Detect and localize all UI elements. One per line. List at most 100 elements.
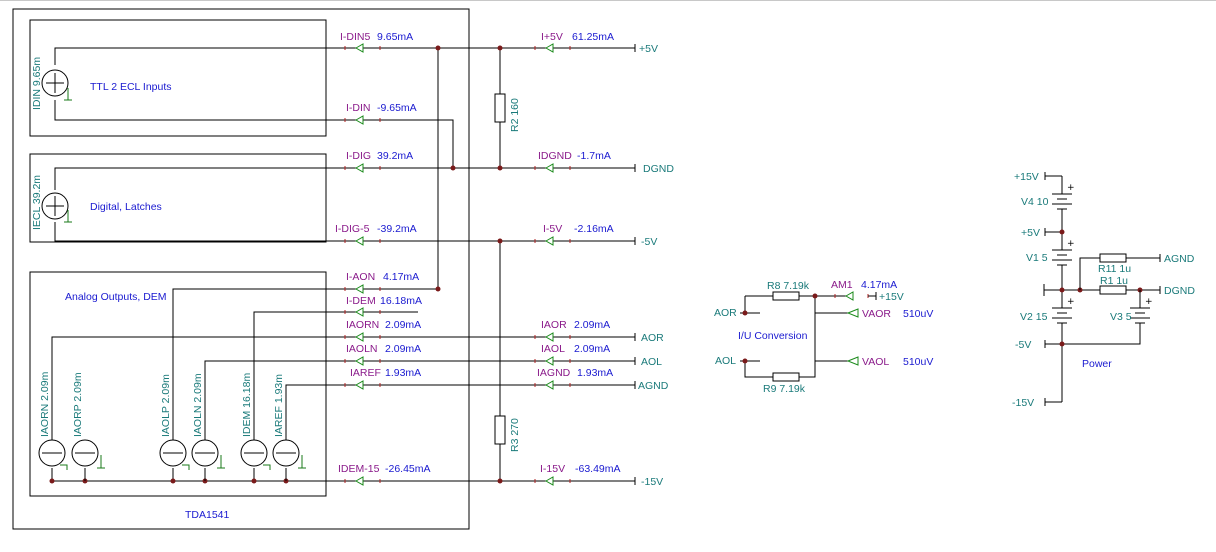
pw-15v: +15V xyxy=(1014,171,1039,183)
ammeter-labels: I-DIN5 9.65mA I-DIN -9.65mA I-DIG 39.2mA… xyxy=(335,31,621,475)
resistor-r3: R3 270 xyxy=(494,415,521,452)
power-section: + + + + +15V V4 10 +5V V1 5 R11 1u R1 1u… xyxy=(1012,171,1195,409)
v1-label: V1 5 xyxy=(1026,252,1048,264)
digital-block-label: Digital, Latches xyxy=(90,201,162,213)
iecl-label: IECL 39.2m xyxy=(31,175,43,230)
iaolp-label: IAOLP 2.09m xyxy=(160,374,172,437)
v4-plus: + xyxy=(1067,183,1075,193)
iaorp-label: IAORP 2.09m xyxy=(72,372,84,437)
pw-agnd: AGND xyxy=(1164,253,1195,265)
meter-iaorn-value: 2.09mA xyxy=(385,319,421,331)
vaor-label: VAOR xyxy=(862,308,891,320)
port-aor: AOR xyxy=(641,332,664,344)
current-source-iaref: IAREF 1.93m xyxy=(272,374,306,481)
iu-aor-label: AOR xyxy=(714,307,737,319)
meter-idig5-value: -39.2mA xyxy=(377,223,417,235)
meter-i5v-value: 61.25mA xyxy=(572,31,614,43)
vaol-label: VAOL xyxy=(862,356,889,368)
iu-15v-label: +15V xyxy=(879,291,904,303)
tda1541-label: TDA1541 xyxy=(185,509,230,521)
am1-value: 4.17mA xyxy=(861,279,897,291)
meter-idem-value: 16.18mA xyxy=(380,295,422,307)
r3-label: R3 270 xyxy=(509,418,521,452)
r1-label: R1 1u xyxy=(1100,275,1128,287)
ttl-block xyxy=(29,19,327,137)
current-source-iaorp: IAORP 2.09m xyxy=(71,372,105,481)
ports: +5V DGND -5V AOR AOL AGND -15V xyxy=(634,43,674,488)
vaor-value: 510uV xyxy=(903,308,933,320)
iaref-label: IAREF 1.93m xyxy=(273,374,285,437)
iu-conversion: AOR AOL R8 7.19k R9 7.19k AM1 4.17mA +15… xyxy=(714,279,933,395)
pw-5v: +5V xyxy=(1021,227,1040,239)
meter-idin-name: I-DIN xyxy=(346,102,371,114)
meter-iagnd-value: 1.93mA xyxy=(577,367,613,379)
meter-iaol-value: 2.09mA xyxy=(574,343,610,355)
meter-iaon-name: I-AON xyxy=(346,271,375,283)
analog-block xyxy=(29,271,327,497)
meter-idgnd-value: -1.7mA xyxy=(577,150,611,162)
meter-idig-value: 39.2mA xyxy=(377,150,413,162)
v2-plus: + xyxy=(1067,297,1075,307)
meter-idin5-name: I-DIN5 xyxy=(340,31,370,43)
resistor-r2: R2 160 xyxy=(494,93,521,132)
port-m15v: -15V xyxy=(641,476,663,488)
current-source-iaorn: IAORN 2.09m xyxy=(38,371,68,470)
meter-iaref-name: IAREF xyxy=(350,367,381,379)
meter-i15v-value: -63.49mA xyxy=(575,463,621,475)
tda1541-outline xyxy=(12,8,470,530)
meter-im5v-value: -2.16mA xyxy=(574,223,614,235)
current-source-iaolp: IAOLP 2.09m xyxy=(159,374,190,470)
port-agnd: AGND xyxy=(638,380,669,392)
current-source-iaoln: IAOLN 2.09m xyxy=(191,373,225,481)
r11-label: R11 1u xyxy=(1098,263,1131,275)
meter-iaref-value: 1.93mA xyxy=(385,367,421,379)
meter-iaoln-value: 2.09mA xyxy=(385,343,421,355)
v1-plus: + xyxy=(1067,239,1075,249)
port-m5v: -5V xyxy=(641,236,657,248)
current-source-idem: IDEM 16.18m xyxy=(240,373,271,470)
pw-m15v: -15V xyxy=(1012,397,1034,409)
v2-label: V2 15 xyxy=(1020,311,1048,323)
current-source-idin: IDIN 9.65m xyxy=(31,57,72,110)
r8-label: R8 7.19k xyxy=(767,280,810,292)
ttl-block-label: TTL 2 ECL Inputs xyxy=(90,81,172,93)
meter-i15v-name: I-15V xyxy=(540,463,565,475)
iaoln-label: IAOLN 2.09m xyxy=(192,373,204,437)
vaol-value: 510uV xyxy=(903,356,933,368)
v3-plus: + xyxy=(1145,297,1153,307)
pw-m5v: -5V xyxy=(1015,339,1031,351)
meter-idin-value: -9.65mA xyxy=(377,102,417,114)
meter-idem-name: I-DEM xyxy=(346,295,376,307)
meter-idgnd-name: IDGND xyxy=(538,150,572,162)
digital-block xyxy=(29,153,327,243)
port-5v: +5V xyxy=(639,43,658,55)
wires-main xyxy=(51,47,635,482)
meter-iaoln-name: IAOLN xyxy=(346,343,378,355)
port-dgnd: DGND xyxy=(643,163,674,175)
r2-label: R2 160 xyxy=(509,98,521,132)
meter-iagnd-name: IAGND xyxy=(537,367,571,379)
power-title: Power xyxy=(1082,358,1112,370)
am1-label: AM1 xyxy=(831,279,853,291)
meter-idem15-name: IDEM-15 xyxy=(338,463,380,475)
iu-title: I/U Conversion xyxy=(738,330,808,342)
analog-block-label: Analog Outputs, DEM xyxy=(65,291,167,303)
meter-idem15-value: -26.45mA xyxy=(385,463,431,475)
iaorn-label: IAORN 2.09m xyxy=(39,371,51,437)
ammeter-marks xyxy=(344,43,571,486)
meter-iaon-value: 4.17mA xyxy=(383,271,419,283)
v4-label: V4 10 xyxy=(1021,196,1049,208)
meter-im5v-name: I-5V xyxy=(543,223,562,235)
r9-label: R9 7.19k xyxy=(763,383,806,395)
v3-label: V3 5 xyxy=(1110,311,1132,323)
meter-iaor-name: IAOR xyxy=(541,319,567,331)
port-aol: AOL xyxy=(641,356,662,368)
pw-dgnd: DGND xyxy=(1164,285,1195,297)
meter-iaor-value: 2.09mA xyxy=(574,319,610,331)
idin-label: IDIN 9.65m xyxy=(31,57,43,110)
current-source-iecl: IECL 39.2m xyxy=(31,175,72,230)
idem-label: IDEM 16.18m xyxy=(241,373,253,437)
junctions xyxy=(49,45,503,484)
meter-i5v-name: I+5V xyxy=(541,31,563,43)
